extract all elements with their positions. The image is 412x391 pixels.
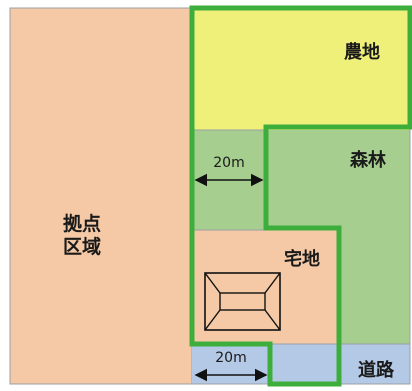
road-label: 道路 xyxy=(358,359,395,381)
residential-label: 宅地 xyxy=(284,248,320,270)
base-area-label-line2: 区域 xyxy=(63,235,101,258)
farmland-label: 農地 xyxy=(344,41,380,63)
development-boundary xyxy=(189,5,412,387)
forest-label: 森林 xyxy=(350,149,386,171)
base-area-label-line1: 拠点 xyxy=(63,212,101,235)
lower-dimension-label: 20m xyxy=(215,350,246,366)
house-icon xyxy=(204,272,281,331)
residential-region xyxy=(192,230,338,344)
base-area-region xyxy=(9,7,193,385)
upper-dimension-label: 20m xyxy=(213,155,244,171)
farmland-region xyxy=(192,8,410,130)
